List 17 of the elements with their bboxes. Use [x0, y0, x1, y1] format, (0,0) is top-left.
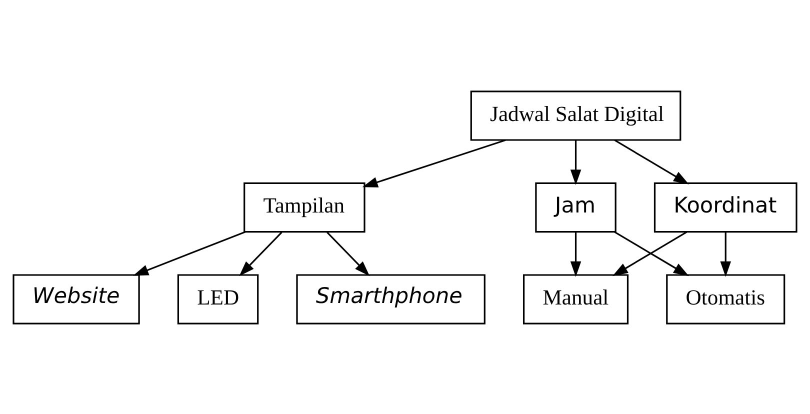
node-box: Website: [12, 274, 140, 324]
arrow: [720, 232, 732, 276]
arrow: [133, 230, 246, 276]
node-box: LED: [177, 274, 259, 324]
node-box: Otomatis: [666, 274, 786, 324]
node-box: Tampilan: [244, 182, 366, 232]
node-box: Manual: [523, 274, 629, 324]
arrow: [326, 231, 370, 276]
arrow: [614, 139, 689, 184]
arrow: [570, 232, 582, 276]
node-box: Jam: [535, 182, 616, 232]
arrow: [239, 231, 282, 276]
node-box: Smarthphone: [296, 274, 486, 324]
arrow: [362, 138, 506, 187]
node-box: Koordinat: [654, 182, 798, 232]
arrow: [570, 140, 582, 185]
node-box: Jadwal Salat Digital: [470, 90, 682, 140]
